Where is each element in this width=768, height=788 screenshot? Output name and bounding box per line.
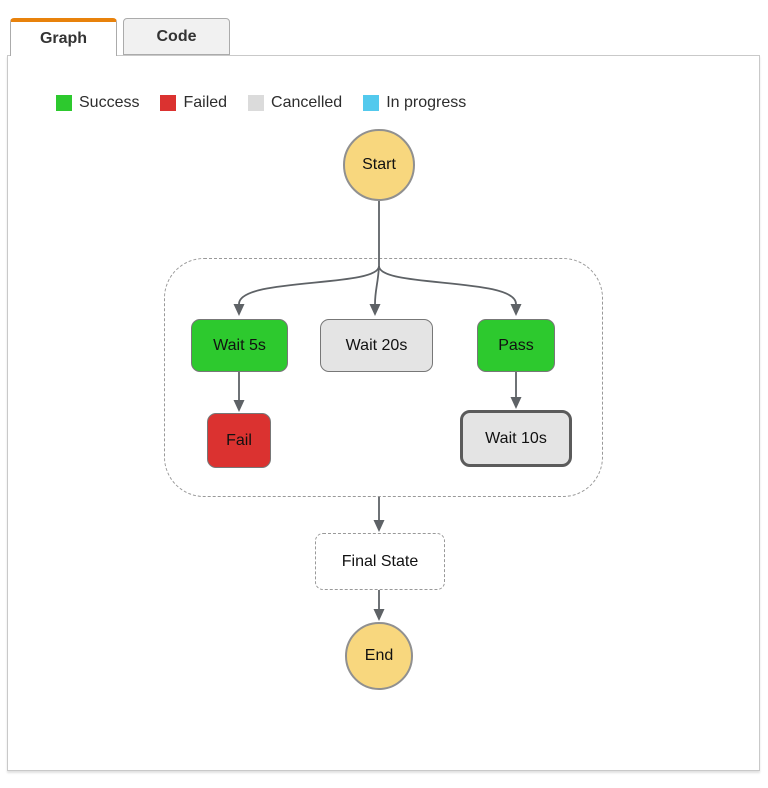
success-swatch-icon (56, 95, 72, 111)
node-wait-5s[interactable]: Wait 5s (191, 319, 288, 372)
node-wait-20s-label: Wait 20s (345, 336, 408, 354)
status-legend: Success Failed Cancelled In progress (56, 94, 466, 112)
node-fail[interactable]: Fail (207, 413, 271, 468)
node-final-state[interactable]: Final State (315, 533, 445, 590)
node-pass[interactable]: Pass (477, 319, 555, 372)
node-wait-10s[interactable]: Wait 10s (460, 410, 572, 467)
tab-code-label: Code (156, 27, 197, 45)
legend-item-in-progress: In progress (363, 94, 466, 112)
node-pass-label: Pass (498, 336, 534, 354)
node-wait-10s-label: Wait 10s (485, 429, 547, 447)
tab-graph-label: Graph (39, 30, 88, 47)
cancelled-swatch-icon (248, 95, 265, 111)
node-wait-20s[interactable]: Wait 20s (320, 319, 433, 372)
in-progress-swatch-icon (363, 95, 380, 111)
node-start-label: Start (362, 156, 396, 173)
node-start[interactable]: Start (343, 129, 415, 201)
legend-label-success: Success (79, 94, 140, 111)
legend-item-failed: Failed (160, 94, 227, 112)
node-final-state-label: Final State (341, 552, 419, 570)
node-end-label: End (364, 647, 394, 664)
legend-item-cancelled: Cancelled (248, 94, 342, 112)
parallel-state-container (164, 258, 603, 497)
legend-label-in-progress: In progress (386, 94, 467, 111)
node-wait-5s-label: Wait 5s (213, 336, 266, 354)
node-fail-label: Fail (226, 431, 252, 449)
tab-code[interactable]: Code (123, 18, 230, 55)
tab-graph[interactable]: Graph (10, 18, 117, 56)
node-end[interactable]: End (345, 622, 413, 690)
legend-label-failed: Failed (183, 94, 228, 111)
legend-item-success: Success (56, 94, 139, 112)
legend-label-cancelled: Cancelled (271, 94, 343, 111)
failed-swatch-icon (160, 95, 177, 111)
